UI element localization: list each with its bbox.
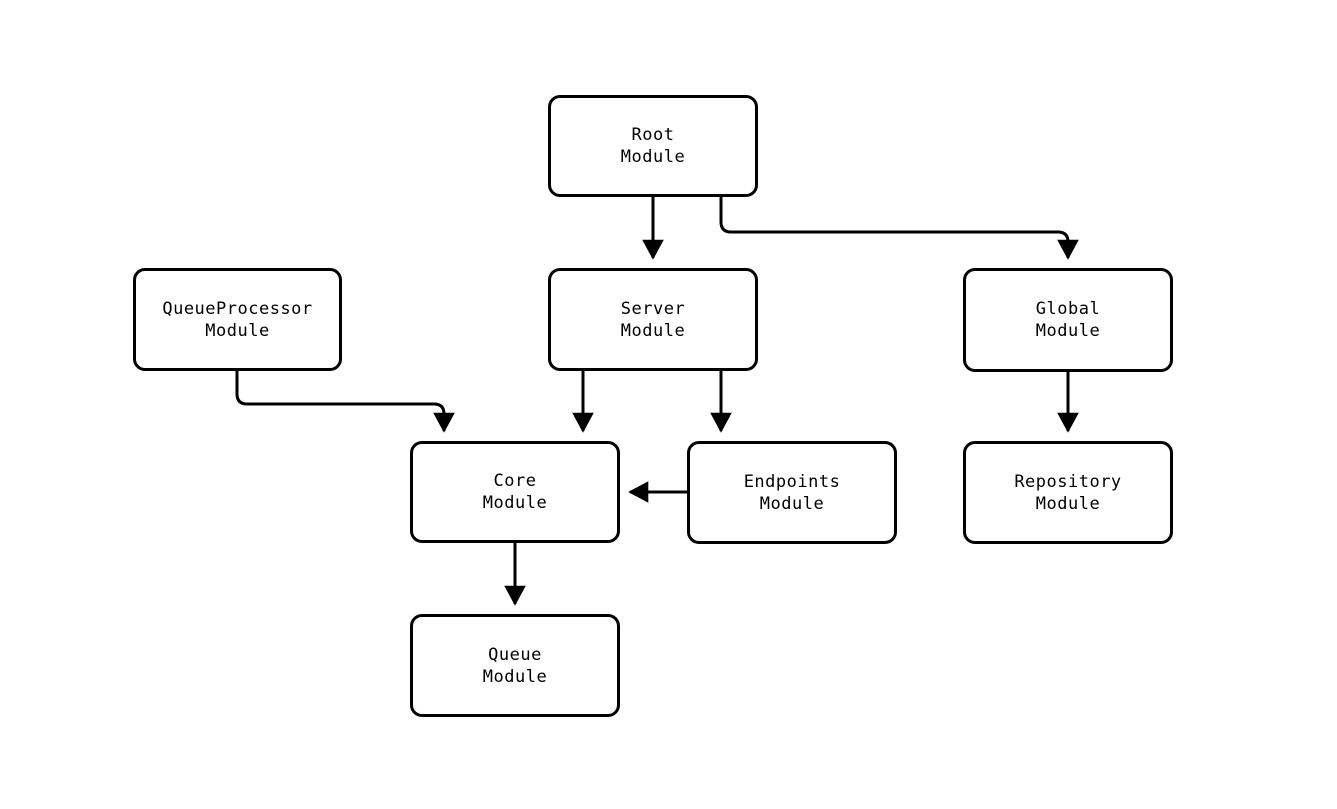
node-queueprocessor-module-suffix: Module <box>205 320 270 341</box>
node-global-module[interactable]: Global Module <box>963 268 1173 372</box>
node-queue-module[interactable]: Queue Module <box>410 614 620 717</box>
node-root-module-suffix: Module <box>620 147 686 167</box>
node-global-module-name: Global <box>1035 299 1101 319</box>
node-queue-module-name: Queue <box>488 644 542 665</box>
node-endpoints-module-name: Endpoints <box>743 471 841 492</box>
edge-queueprocessor-to-core <box>235 371 455 433</box>
node-server-module-suffix: Module <box>620 320 686 341</box>
node-server-module[interactable]: Server Module <box>548 268 758 371</box>
node-endpoints-module[interactable]: Endpoints Module <box>687 441 897 544</box>
node-root-module[interactable]: Root Module <box>548 95 758 197</box>
node-queue-module-suffix: Module <box>482 666 548 687</box>
node-queueprocessor-module[interactable]: QueueProcessor Module <box>133 268 342 371</box>
node-repository-module-name: Repository <box>1014 471 1122 492</box>
edge-root-to-global <box>719 197 1079 260</box>
node-repository-module[interactable]: Repository Module <box>963 441 1173 544</box>
node-repository-module-suffix: Module <box>1035 493 1101 514</box>
node-root-module-name: Root <box>631 125 675 145</box>
node-core-module-name: Core <box>493 471 537 491</box>
node-core-module-suffix: Module <box>482 493 548 513</box>
node-server-module-name: Server <box>620 298 686 319</box>
node-queueprocessor-module-name: QueueProcessor <box>162 298 313 319</box>
node-global-module-suffix: Module <box>1035 321 1101 341</box>
node-core-module[interactable]: Core Module <box>410 441 620 543</box>
node-endpoints-module-suffix: Module <box>759 493 825 514</box>
